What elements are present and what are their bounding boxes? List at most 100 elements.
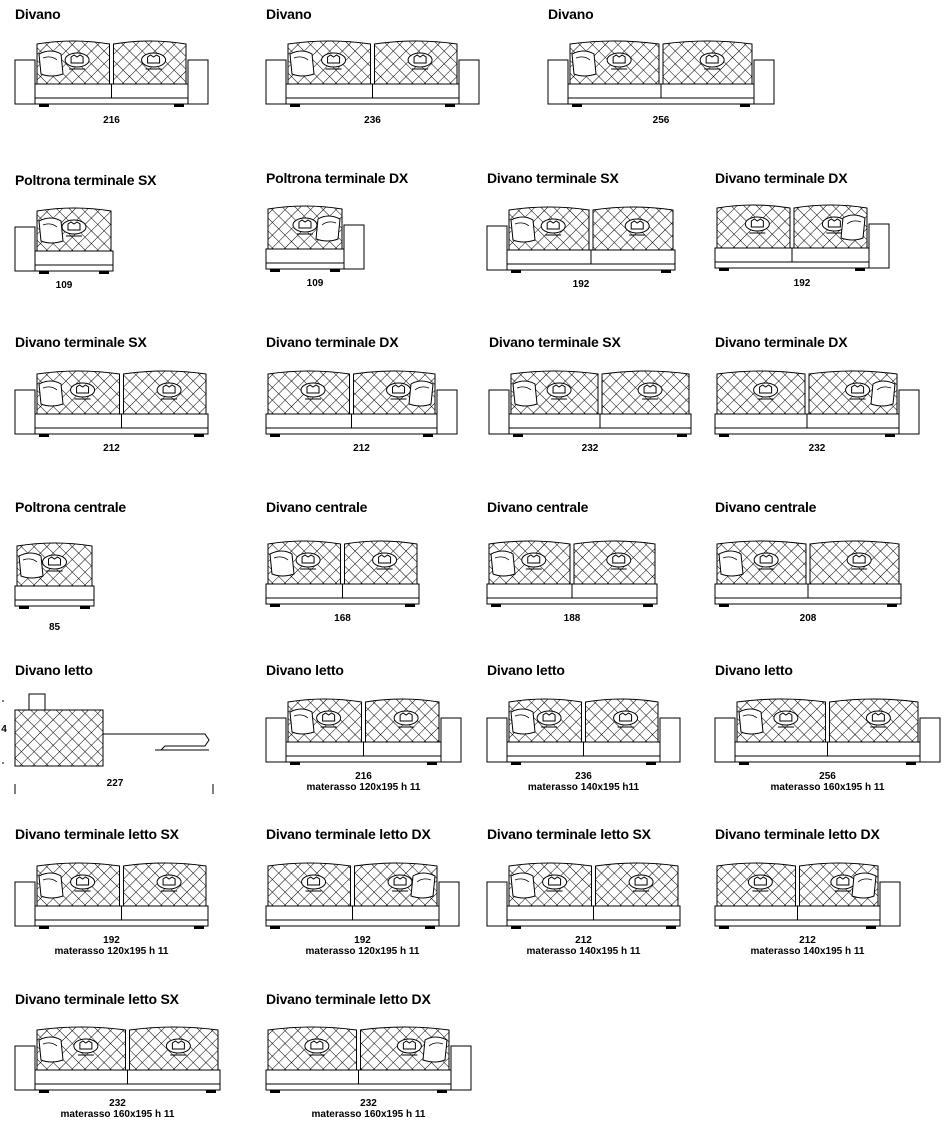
armrest-right bbox=[919, 717, 941, 763]
foot-right bbox=[80, 606, 90, 609]
badge-icon bbox=[546, 382, 572, 398]
mattress-block bbox=[14, 709, 104, 767]
model-title: Poltrona centrale bbox=[15, 499, 126, 515]
dimension-caption: 109 bbox=[0, 280, 144, 291]
sofa-drawing bbox=[265, 862, 460, 929]
sofa-drawing bbox=[14, 1026, 221, 1093]
badge-icon bbox=[141, 52, 167, 68]
width-label: 212 bbox=[575, 935, 592, 946]
cushion-icon bbox=[510, 872, 536, 899]
sofa-drawing bbox=[14, 40, 209, 107]
foot-left bbox=[290, 762, 300, 765]
badge-icon bbox=[61, 219, 87, 235]
badge-icon bbox=[73, 1038, 99, 1054]
cushion-icon bbox=[269, 550, 295, 577]
dimension-caption: 212 bbox=[282, 443, 442, 454]
model-title: Divano centrale bbox=[487, 499, 589, 515]
foot-right bbox=[99, 271, 109, 274]
model-title: Divano centrale bbox=[715, 499, 817, 515]
foot-right bbox=[866, 926, 876, 929]
foot-left bbox=[511, 270, 521, 273]
badge-icon bbox=[316, 710, 342, 726]
foot-right bbox=[174, 104, 184, 107]
foot-right bbox=[194, 926, 204, 929]
base bbox=[486, 755, 681, 763]
cushion-icon bbox=[315, 215, 341, 242]
cushion-icon bbox=[738, 708, 764, 735]
width-label: 232 bbox=[109, 1098, 126, 1109]
foot-left bbox=[270, 604, 280, 607]
cushion-icon bbox=[38, 1036, 64, 1063]
armrest-left bbox=[714, 717, 736, 763]
dimension-caption: 109 bbox=[235, 278, 395, 289]
model-title: Divano terminale DX bbox=[715, 334, 848, 350]
sofa-drawing bbox=[265, 370, 458, 437]
badge-icon bbox=[624, 218, 650, 234]
badge-icon bbox=[540, 218, 566, 234]
foot-left bbox=[719, 604, 729, 607]
side-dimension-label: 4 bbox=[1, 724, 7, 735]
dimension-caption: 208 bbox=[728, 613, 888, 624]
base bbox=[14, 1083, 221, 1091]
model-title: Poltrona terminale SX bbox=[15, 172, 157, 188]
back-profile bbox=[28, 693, 46, 711]
cushion-icon bbox=[38, 380, 64, 407]
badge-icon bbox=[845, 382, 871, 398]
base bbox=[265, 427, 458, 435]
width-label: 236 bbox=[575, 771, 592, 782]
foot-left bbox=[719, 268, 729, 271]
cushion-icon bbox=[718, 550, 744, 577]
model-title: Divano bbox=[266, 6, 312, 22]
sofa-drawing bbox=[486, 698, 681, 765]
badge-icon bbox=[396, 1038, 422, 1054]
dimension-caption: 236 bbox=[293, 115, 453, 126]
armrest-left bbox=[14, 59, 36, 105]
foot-right bbox=[330, 269, 340, 272]
foot-right bbox=[445, 104, 455, 107]
base bbox=[486, 919, 681, 927]
model-title: Divano terminale letto DX bbox=[266, 826, 431, 842]
base bbox=[547, 97, 775, 105]
sofa-drawing bbox=[714, 540, 902, 607]
badge-icon bbox=[521, 552, 547, 568]
foot-right bbox=[885, 434, 895, 437]
mattress-label: materasso 120x195 h 11 bbox=[54, 946, 169, 957]
mattress-label: materasso 120x195 h 11 bbox=[305, 946, 420, 957]
model-title: Divano terminale letto DX bbox=[266, 991, 431, 1007]
foot-left bbox=[511, 762, 521, 765]
badge-icon bbox=[295, 552, 321, 568]
width-label: 192 bbox=[354, 935, 371, 946]
dimension-caption: 256 bbox=[581, 115, 741, 126]
base bbox=[265, 597, 420, 605]
armrest-left bbox=[14, 881, 36, 927]
badge-icon bbox=[753, 552, 779, 568]
cushion-icon bbox=[571, 50, 597, 77]
base bbox=[14, 599, 95, 607]
width-label: 236 bbox=[364, 115, 381, 126]
base bbox=[14, 919, 209, 927]
cushion-icon bbox=[289, 708, 315, 735]
badge-icon bbox=[407, 52, 433, 68]
width-label: 216 bbox=[103, 115, 120, 126]
foot-left bbox=[19, 606, 29, 609]
sofa-drawing bbox=[486, 206, 676, 273]
cushion-icon bbox=[851, 872, 877, 899]
cushion-icon bbox=[870, 380, 896, 407]
model-title: Divano terminale SX bbox=[489, 334, 621, 350]
cushion-icon bbox=[410, 872, 436, 899]
seat bbox=[265, 248, 345, 264]
foot-right bbox=[740, 104, 750, 107]
badge-icon bbox=[699, 52, 725, 68]
dimension-caption: 168 bbox=[263, 613, 423, 624]
armrest-right bbox=[440, 717, 462, 763]
dimension-caption: 232 bbox=[510, 443, 670, 454]
foot-right bbox=[437, 1090, 447, 1093]
model-title: Divano letto bbox=[487, 662, 565, 678]
model-title: Divano terminale letto SX bbox=[15, 826, 179, 842]
width-label: 192 bbox=[103, 935, 120, 946]
width-label: 256 bbox=[819, 771, 836, 782]
foot-left bbox=[270, 926, 280, 929]
